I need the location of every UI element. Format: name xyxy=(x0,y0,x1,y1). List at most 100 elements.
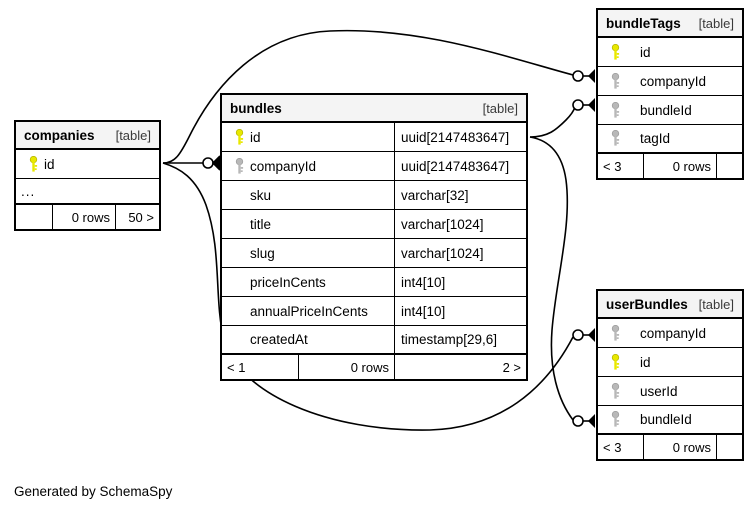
table-bundletags[interactable]: bundleTags [table] id xyxy=(596,8,744,180)
table-header-bundles: bundles [table] xyxy=(222,95,526,123)
footer-right[interactable] xyxy=(716,435,742,459)
column-name: id xyxy=(250,129,261,145)
column-type: varchar[1024] xyxy=(394,239,526,267)
column-cell: title xyxy=(222,210,394,238)
table-row[interactable]: id xyxy=(598,348,742,377)
primary-key-icon xyxy=(604,353,626,371)
diagram-caption: Generated by SchemaSpy xyxy=(14,484,173,499)
table-title: companies xyxy=(24,127,95,143)
footer-right[interactable] xyxy=(716,154,742,178)
table-header-bundletags: bundleTags [table] xyxy=(598,10,742,38)
connector-marker-bundletags-bundleid xyxy=(572,98,595,112)
footer-right[interactable]: 50 > xyxy=(115,205,159,229)
column-cell: companyId xyxy=(598,319,742,347)
table-type-tag: [table] xyxy=(115,127,151,143)
column-name: companyId xyxy=(250,158,317,174)
table-row[interactable]: id uuid[2147483647] xyxy=(222,123,526,152)
column-name: bundleId xyxy=(640,102,692,118)
column-name: slug xyxy=(250,245,275,261)
footer-right[interactable]: 2 > xyxy=(394,355,526,379)
connector-marker-bundles-companyid xyxy=(202,155,221,171)
column-type: uuid[2147483647] xyxy=(394,123,526,151)
table-row[interactable]: id xyxy=(598,38,742,67)
column-name: id xyxy=(640,44,651,60)
footer-left[interactable] xyxy=(16,205,52,229)
table-row[interactable]: companyId uuid[2147483647] xyxy=(222,152,526,181)
connector-marker-userbundles-companyid xyxy=(572,328,595,342)
column-name: sku xyxy=(250,187,272,203)
column-name: createdAt xyxy=(250,332,308,347)
footer-left[interactable]: < 1 xyxy=(227,359,246,375)
column-name: bundleId xyxy=(640,412,692,427)
table-row[interactable]: tagId xyxy=(598,125,742,154)
footer-left[interactable]: < 3 xyxy=(603,439,622,455)
table-bundles[interactable]: bundles [table] id uuid[2147483647] xyxy=(220,93,528,381)
column-name: id xyxy=(640,354,651,370)
footer-rowcount: 0 rows xyxy=(643,154,716,178)
table-row[interactable]: priceInCents int4[10] xyxy=(222,268,526,297)
column-name: tagId xyxy=(640,131,671,146)
foreign-key-icon xyxy=(604,72,626,90)
table-row[interactable]: slug varchar[1024] xyxy=(222,239,526,268)
edge-bundles-to-userbundles xyxy=(529,136,574,421)
connector-marker-userbundles-bundleid xyxy=(572,414,595,428)
foreign-key-icon xyxy=(604,382,626,400)
column-cell: id xyxy=(16,150,159,178)
foreign-key-icon xyxy=(604,324,626,342)
column-cell: annualPriceInCents xyxy=(222,297,394,325)
column-cell: createdAt xyxy=(222,326,394,353)
table-row[interactable]: id xyxy=(16,150,159,179)
footer-rowcount: 0 rows xyxy=(52,205,115,229)
column-type: varchar[1024] xyxy=(394,210,526,238)
table-companies[interactable]: companies [table] id ... 0 rows 50 > xyxy=(14,120,161,231)
table-row[interactable]: annualPriceInCents int4[10] xyxy=(222,297,526,326)
table-footer-bundles: < 1 0 rows 2 > xyxy=(222,355,526,379)
column-cell: bundleId xyxy=(598,406,742,433)
columns-truncated-indicator: ... xyxy=(16,179,159,205)
column-cell: id xyxy=(222,123,394,151)
column-cell: companyId xyxy=(598,67,742,95)
table-row[interactable]: bundleId xyxy=(598,96,742,125)
column-type: int4[10] xyxy=(394,297,526,325)
column-name: title xyxy=(250,216,272,232)
column-cell: id xyxy=(598,348,742,376)
column-cell: tagId xyxy=(598,125,742,152)
table-row[interactable]: createdAt timestamp[29,6] xyxy=(222,326,526,355)
edge-bundles-to-bundletags xyxy=(529,106,576,138)
table-row[interactable]: companyId xyxy=(598,319,742,348)
column-name: userId xyxy=(640,383,678,399)
footer-rowcount: 0 rows xyxy=(643,435,716,459)
table-title: bundles xyxy=(230,100,282,116)
table-title: userBundles xyxy=(606,296,688,312)
table-row[interactable]: bundleId xyxy=(598,406,742,435)
table-title: bundleTags xyxy=(606,15,681,31)
table-type-tag: [table] xyxy=(482,100,518,116)
table-row[interactable]: title varchar[1024] xyxy=(222,210,526,239)
column-cell: companyId xyxy=(222,152,394,180)
table-footer-bundletags: < 3 0 rows xyxy=(598,154,742,178)
table-header-userbundles: userBundles [table] xyxy=(598,291,742,319)
table-header-companies: companies [table] xyxy=(16,122,159,150)
column-cell: userId xyxy=(598,377,742,405)
column-cell: slug xyxy=(222,239,394,267)
column-name: companyId xyxy=(640,325,707,341)
column-cell: priceInCents xyxy=(222,268,394,296)
foreign-key-icon xyxy=(604,101,626,119)
foreign-key-icon xyxy=(604,130,626,147)
column-cell: sku xyxy=(222,181,394,209)
column-name: id xyxy=(44,156,55,172)
footer-rowcount: 0 rows xyxy=(298,355,394,379)
column-type: uuid[2147483647] xyxy=(394,152,526,180)
table-userbundles[interactable]: userBundles [table] companyId xyxy=(596,289,744,461)
table-footer-userbundles: < 3 0 rows xyxy=(598,435,742,459)
table-row[interactable]: userId xyxy=(598,377,742,406)
footer-left[interactable]: < 3 xyxy=(603,158,622,174)
table-row[interactable]: companyId xyxy=(598,67,742,96)
table-type-tag: [table] xyxy=(698,15,734,31)
table-row[interactable]: sku varchar[32] xyxy=(222,181,526,210)
column-type: int4[10] xyxy=(394,268,526,296)
primary-key-icon xyxy=(604,43,626,61)
column-name: companyId xyxy=(640,73,707,89)
column-name: priceInCents xyxy=(250,274,326,290)
